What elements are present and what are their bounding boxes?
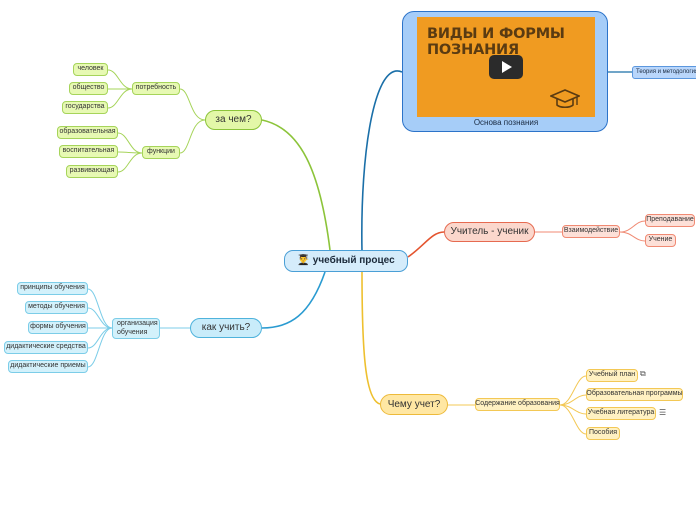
link-central-to-red — [407, 231, 445, 258]
video-thumbnail-title: ВИДЫ И ФОРМЫ ПОЗНАНИЯ — [427, 26, 565, 59]
student-icon: 👨‍🎓 — [297, 255, 310, 267]
content-node[interactable]: Содержание образования — [475, 398, 560, 411]
red-item-learning[interactable]: Учение — [645, 234, 676, 247]
red-item-teaching[interactable]: Преподавание — [645, 214, 695, 227]
func-item-educational[interactable]: образовательная — [57, 126, 118, 139]
branch-what[interactable]: Чему учет? — [380, 394, 448, 415]
branch-teacher-student[interactable]: Учитель - ученик — [444, 222, 535, 242]
notes-icon[interactable]: ☰ — [659, 408, 667, 417]
branch-how[interactable]: как учить? — [190, 318, 262, 338]
video-title-line2: ПОЗНАНИЯ — [427, 41, 519, 58]
yellow-item-aids[interactable]: Пособия — [586, 427, 620, 440]
need-item-person[interactable]: человек — [73, 63, 108, 76]
how-item-methods[interactable]: методы обучения — [25, 301, 88, 314]
link-central-to-video — [361, 70, 403, 253]
how-item-forms[interactable]: формы обучения — [28, 321, 88, 334]
theory-node[interactable]: Теория и методология — [632, 66, 696, 79]
play-icon[interactable] — [489, 55, 523, 79]
yellow-item-program[interactable]: Образовательная программы — [586, 388, 683, 401]
need-item-state[interactable]: государства — [62, 101, 108, 114]
video-title-line1: ВИДЫ И ФОРМЫ — [427, 26, 565, 42]
need-item-society[interactable]: общество — [69, 82, 108, 95]
link-central-to-green — [261, 119, 331, 251]
link-central-to-yellow — [361, 271, 381, 405]
functions-node[interactable]: функции — [142, 146, 180, 159]
func-item-upbringing[interactable]: воспитательная — [59, 145, 118, 158]
need-node[interactable]: потребность — [132, 82, 180, 95]
external-link-icon[interactable]: ⧉ — [640, 369, 646, 378]
graduation-cap-icon — [550, 89, 580, 109]
central-topic[interactable]: 👨‍🎓 учебный процес — [284, 250, 408, 272]
central-topic-label: учебный процес — [312, 255, 395, 267]
yellow-item-literature[interactable]: Учебная литература — [586, 407, 656, 420]
branch-why[interactable]: за чем? — [205, 110, 262, 130]
link-central-to-blue — [261, 271, 326, 329]
video-thumbnail[interactable]: ВИДЫ И ФОРМЫ ПОЗНАНИЯ — [417, 17, 595, 117]
yellow-item-plan[interactable]: Учебный план — [586, 369, 638, 382]
organization-node[interactable]: организация обучения — [112, 318, 160, 339]
how-item-principles[interactable]: принципы обучения — [17, 282, 88, 295]
how-item-techniques[interactable]: дидактические приемы — [8, 360, 88, 373]
video-topic-card[interactable]: ВИДЫ И ФОРМЫ ПОЗНАНИЯ Основа познания — [402, 11, 608, 132]
interaction-node[interactable]: Взаимодействие — [562, 225, 620, 238]
func-item-developing[interactable]: развивающая — [66, 165, 118, 178]
video-caption: Основа познания — [473, 118, 539, 127]
how-item-means[interactable]: дидактические средства — [4, 341, 88, 354]
